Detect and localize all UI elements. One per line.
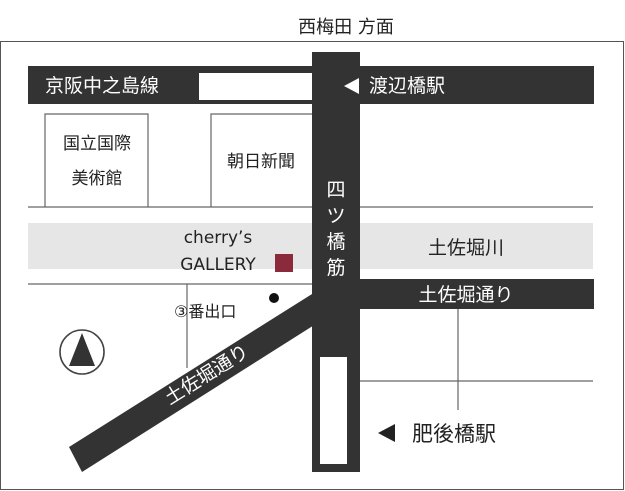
yotsubashi-label-char-2: ツ [326, 205, 345, 227]
yotsubashi-label-char-4: 筋 [326, 257, 345, 279]
gallery-name-line2: GALLERY [180, 255, 256, 275]
exit-3-marker-icon[interactable] [269, 293, 279, 303]
museum-label-line2: 美術館 [72, 169, 123, 189]
museum-label-line1: 国立国際 [63, 134, 131, 154]
higobashi-station-label: 肥後橋駅 [412, 422, 496, 446]
higobashi-arrow-icon [378, 424, 395, 442]
gallery-marker-icon[interactable] [275, 254, 293, 272]
yotsubashi-label-char-3: 橋 [326, 231, 345, 253]
tosabori-dori-diagonal-road [69, 289, 338, 472]
north-arrow-icon [59, 329, 105, 375]
watanabebashi-station-label: 渡辺橋駅 [369, 75, 445, 97]
tosabori-river-band [28, 223, 593, 269]
asahi-label: 朝日新聞 [227, 152, 295, 172]
tosabori-dori-east-label: 土佐堀通り [418, 284, 513, 306]
direction-label: 西梅田 方面 [298, 17, 394, 38]
yotsubashi-label-char-1: 四 [326, 179, 345, 201]
exit-3-label: ③番出口 [174, 302, 236, 321]
museum-building [44, 113, 149, 207]
watanabebashi-arrow-icon [344, 78, 359, 94]
tosabori-river-label: 土佐堀川 [428, 237, 504, 259]
keihan-line-label: 京阪中之島線 [45, 75, 159, 97]
keihan-line-gap [199, 73, 330, 100]
asahi-building [210, 113, 312, 207]
yotsubashi-gap [320, 357, 347, 464]
minor-streets [28, 206, 593, 410]
gallery-name-line1: cherry’s [184, 228, 253, 248]
